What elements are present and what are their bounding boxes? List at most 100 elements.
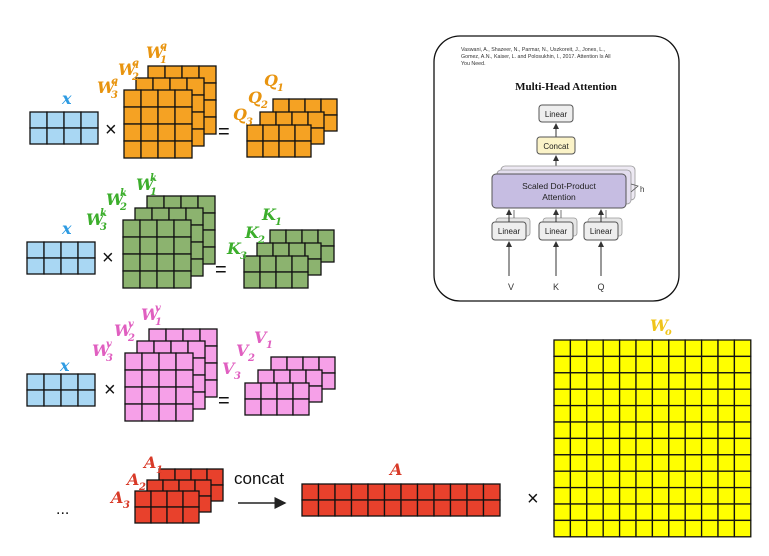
matrix-cell	[717, 437, 736, 456]
matrix-cell	[618, 388, 637, 407]
matrix-cell	[684, 421, 703, 440]
svg-text:k: k	[100, 208, 107, 219]
matrix-layer-3	[246, 124, 312, 158]
matrix-cell	[651, 355, 670, 374]
matrix-cell	[122, 219, 141, 238]
matrix-cell	[173, 270, 192, 289]
matrix-cell	[158, 369, 177, 388]
matrix-cell	[141, 352, 160, 371]
matrix-cell	[602, 437, 621, 456]
matrix-cell	[700, 339, 719, 358]
svg-text:2: 2	[119, 202, 127, 213]
linear-top-label: Linear	[545, 110, 568, 119]
svg-text:2: 2	[260, 100, 268, 111]
matrix-cell	[174, 140, 193, 159]
matrix-cell	[668, 519, 686, 538]
matrix-cell	[140, 123, 159, 142]
matrix-cell	[174, 106, 193, 125]
matrix-cell	[586, 454, 604, 472]
matrix-cell	[553, 503, 572, 522]
matrix-cell	[733, 519, 752, 538]
matrix-cell	[668, 437, 686, 456]
ellipsis: ...	[56, 501, 69, 518]
concat-row: ... A 1 A 2 A 3 concat A × W o	[56, 316, 752, 538]
svg-text:1: 1	[266, 340, 273, 351]
matrix-cell	[717, 421, 736, 440]
matrix-cell	[29, 127, 48, 145]
matrix-cell	[260, 382, 278, 400]
output-label-1: K 1	[261, 205, 282, 228]
matrix-cell	[175, 386, 194, 405]
svg-text:W: W	[146, 43, 166, 62]
matrix-cell	[651, 503, 670, 522]
matrix-cell	[684, 454, 703, 472]
head-label-1: A 1	[142, 453, 163, 476]
matrix-cell	[80, 127, 99, 145]
matrix-cell	[275, 271, 293, 289]
matrix-cell	[602, 486, 621, 505]
matrix-cell	[668, 470, 686, 489]
matrix-cell	[569, 421, 588, 440]
matrix-cell	[80, 111, 99, 129]
matrix-cell	[569, 388, 588, 407]
svg-text:W: W	[136, 175, 156, 194]
matrix-cell	[60, 389, 79, 407]
matrix-cell	[416, 499, 435, 517]
matrix-cell	[700, 519, 719, 538]
matrix-cell	[173, 219, 192, 238]
matrix-cell	[553, 388, 572, 407]
matrix-cell	[586, 355, 604, 374]
matrix-cell	[278, 124, 296, 142]
matrix-cell	[182, 506, 200, 524]
output-label-1: Q 1	[264, 71, 284, 94]
svg-text:3: 3	[106, 353, 113, 364]
matrix-cell	[276, 382, 294, 400]
matrix-cell	[46, 127, 65, 145]
matrix-cell	[260, 398, 278, 416]
matrix-cell	[618, 372, 637, 390]
matrix-cell	[602, 519, 621, 538]
matrix-cell	[733, 339, 752, 358]
matrix-cell	[684, 519, 703, 538]
output-label-2: V 2	[236, 341, 255, 364]
matrix-cell	[618, 486, 637, 505]
matrix-cell	[77, 257, 96, 275]
matrix-cell	[317, 483, 336, 501]
matrix-cell	[77, 389, 96, 407]
matrix-cell	[569, 470, 588, 489]
matrix-cell	[651, 454, 670, 472]
matrix-cell	[29, 111, 48, 129]
matrix-cell	[602, 470, 621, 489]
matrix-cell	[733, 437, 752, 456]
x-matrix-grid	[29, 111, 99, 145]
matrix-cell	[684, 437, 703, 456]
matrix-cell	[602, 355, 621, 374]
svg-text:V: V	[254, 328, 268, 347]
svg-text:V: V	[236, 341, 250, 360]
equals-sign: =	[215, 259, 227, 281]
matrix-cell	[618, 339, 637, 358]
matrix-cell	[122, 270, 141, 289]
matrix-cell	[668, 503, 686, 522]
matrix-cell	[124, 369, 143, 388]
input-label-q: Q	[597, 282, 604, 292]
matrix-cell	[700, 454, 719, 472]
matrix-cell	[383, 483, 402, 501]
head-label-3: A 3	[109, 488, 130, 511]
matrix-cell	[292, 382, 310, 400]
matrix-cell	[668, 404, 686, 423]
matrix-cell	[586, 339, 604, 358]
matrix-cell	[134, 506, 152, 524]
matrix-cell	[618, 404, 637, 423]
matrix-cell	[602, 339, 621, 358]
concat-matrix-grid	[301, 483, 501, 517]
matrix-cell	[275, 255, 293, 273]
matrix-cell	[174, 123, 193, 142]
matrix-cell	[586, 421, 604, 440]
weight-label-3: W q 3	[97, 76, 118, 101]
matrix-cell	[63, 127, 82, 145]
matrix-cell	[717, 355, 736, 374]
svg-text:K: K	[244, 223, 260, 242]
matrix-cell	[569, 519, 588, 538]
